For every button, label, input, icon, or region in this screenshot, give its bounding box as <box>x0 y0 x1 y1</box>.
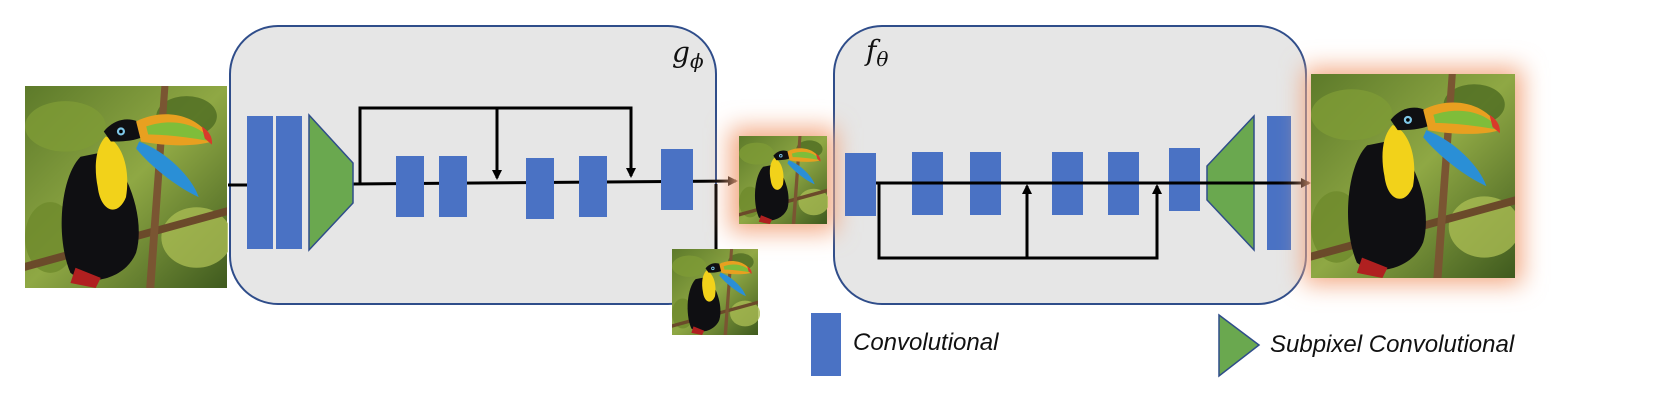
conv-block <box>396 156 424 217</box>
input-image <box>25 86 232 288</box>
conv-block <box>1169 148 1200 211</box>
conv-block <box>661 149 693 210</box>
conv-block <box>845 153 876 216</box>
legend-conv-label: Convolutional <box>853 329 999 356</box>
conv-block <box>526 158 554 219</box>
output-image <box>1311 74 1520 278</box>
conv-block <box>439 156 467 217</box>
legend-subpixel-label: Subpixel Convolutional <box>1270 331 1515 358</box>
compressed-image <box>739 136 829 224</box>
encoder-module-g <box>229 25 717 305</box>
encoder-module-label: gϕ <box>672 36 704 73</box>
conv-block <box>579 156 607 217</box>
skip-connection <box>877 183 1162 260</box>
residual-image <box>672 249 760 335</box>
legend-subpixel-swatch <box>1218 313 1261 378</box>
conv-block <box>276 116 302 249</box>
legend-conv-swatch <box>811 313 841 376</box>
subpixel-conv-block <box>308 113 354 252</box>
conv-block <box>247 116 273 249</box>
